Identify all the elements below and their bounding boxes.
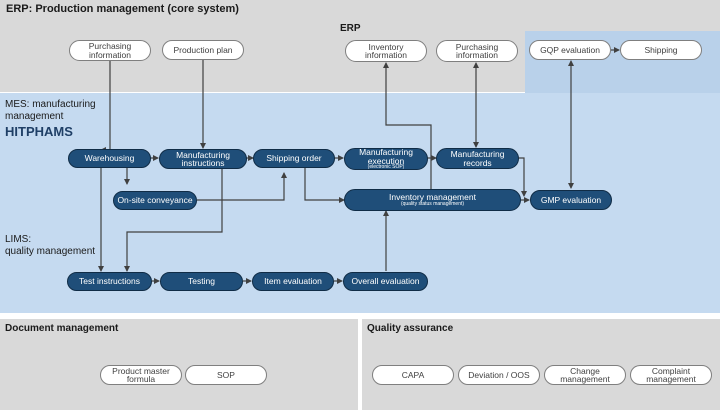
- mes-label-line2: management: [5, 111, 64, 122]
- shipping-order-node: Shipping order: [253, 149, 335, 168]
- purchasing-information-node: Purchasing information: [69, 40, 151, 61]
- manufacturing-execution-label: Manufacturing execution: [359, 147, 413, 166]
- manufacturing-records-node: Manufacturing records: [436, 148, 519, 169]
- manufacturing-instructions-node: Manufacturing instructions: [159, 149, 247, 169]
- capa-node: CAPA: [372, 365, 454, 385]
- inventory-management-node: Inventory management (quality status man…: [344, 189, 521, 211]
- sop-node: SOP: [185, 365, 267, 385]
- shipping-node: Shipping: [620, 40, 702, 60]
- test-instructions-node: Test instructions: [67, 272, 152, 291]
- arrow-instructions-to-test: [124, 168, 223, 272]
- doc-title: Document management: [5, 323, 119, 334]
- manufacturing-execution-node: Manufacturing execution (electronic SOP): [344, 148, 428, 170]
- erp-title: ERP: Production management (core system): [6, 3, 239, 15]
- on-site-conveyance-node: On-site conveyance: [113, 191, 197, 210]
- inventory-management-sublabel: (quality status management): [400, 200, 465, 207]
- arrow-purchasing-to-warehousing: [100, 60, 111, 153]
- gmp-evaluation-node: GMP evaluation: [530, 190, 612, 210]
- deviation-oos-node: Deviation / OOS: [458, 365, 540, 385]
- manufacturing-execution-sublabel: (electronic SOP): [367, 164, 405, 170]
- lims-label-line1: LIMS:: [5, 234, 32, 245]
- testing-node: Testing: [160, 272, 243, 291]
- mes-label-line1: MES: manufacturing: [5, 99, 96, 110]
- arrow-conveyance-to-shipping: [197, 172, 287, 201]
- inventory-information-node: Inventory information: [345, 40, 427, 62]
- complaint-management-node: Complaint management: [630, 365, 712, 385]
- overall-evaluation-node: Overall evaluation: [343, 272, 428, 291]
- arrow-shipping-to-inventory: [304, 168, 345, 203]
- document-management-panel: [0, 319, 358, 410]
- gqp-evaluation-node: GQP evaluation: [529, 40, 611, 60]
- change-management-node: Change management: [544, 365, 626, 385]
- warehousing-node: Warehousing: [68, 149, 151, 168]
- item-evaluation-node: Item evaluation: [252, 272, 334, 291]
- arrow-inventory-to-info: [383, 62, 432, 190]
- erp-label: ERP: [340, 23, 361, 34]
- purchasing-information-2-node: Purchasing information: [436, 40, 518, 62]
- production-plan-node: Production plan: [162, 40, 244, 60]
- arrow-records-to-gmp: [518, 157, 527, 197]
- mes-brand: HITPHAMS: [5, 124, 73, 139]
- inventory-management-label: Inventory management: [389, 192, 476, 203]
- lims-label-line2: quality management: [5, 246, 96, 257]
- product-master-formula-node: Product master formula: [100, 365, 182, 385]
- qa-title: Quality assurance: [367, 323, 454, 334]
